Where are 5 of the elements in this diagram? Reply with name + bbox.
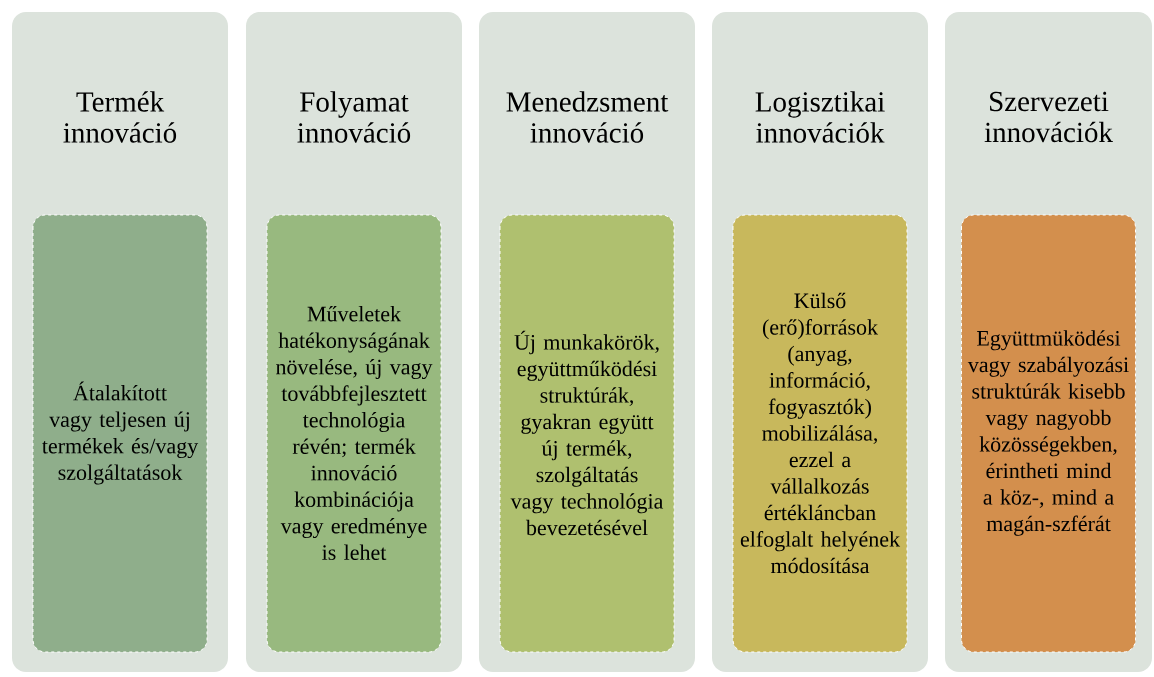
description-box: Külső (erő)források (anyag, információ, fogyasztók) mobilizálása, ezzel a vállalkozás értékláncban elfoglalt helyének módosítása: [732, 214, 908, 653]
description-box: Együttmüködési vagy szabályozási struktúrák kisebb vagy nagyobb közösségekben, érintheti mind a köz-, mind a magán-szférát: [961, 214, 1136, 653]
description-box: Műveletek hatékonyságának növelése, új vagy továbbfejlesztett technológia révén; termék innováció kombinációja vagy eredménye is lehet: [266, 214, 442, 653]
description-box: Átalakított vagy teljesen új termékek és/vagy szolgáltatások: [32, 214, 208, 653]
description-box: Új munkakörök, együttműködési struktúrák, gyakran együtt új termék, szolgáltatás vagy technológia bevezetésével: [499, 214, 675, 653]
